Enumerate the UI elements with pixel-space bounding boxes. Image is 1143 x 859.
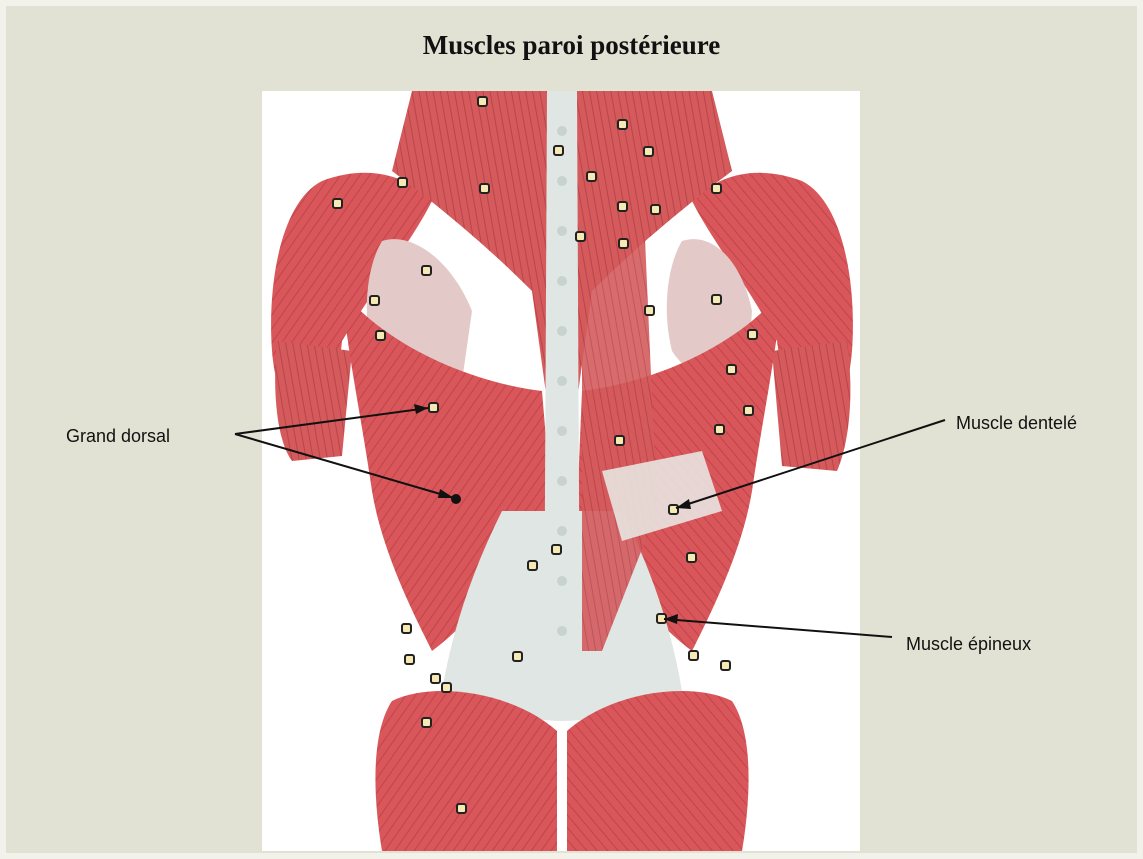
back-muscles-drawing xyxy=(262,91,860,851)
label-grand-dorsal: Grand dorsal xyxy=(66,426,170,447)
slide-title: Muscles paroi postérieure xyxy=(0,30,1143,61)
gluteus-left xyxy=(375,691,557,851)
gluteus-right xyxy=(567,691,749,851)
left-upper-arm xyxy=(275,341,352,461)
back-muscles-illustration xyxy=(262,91,860,851)
label-muscle-dentele: Muscle dentelé xyxy=(956,413,1077,434)
right-upper-arm xyxy=(772,341,850,471)
label-muscle-epineux: Muscle épineux xyxy=(906,634,1031,655)
